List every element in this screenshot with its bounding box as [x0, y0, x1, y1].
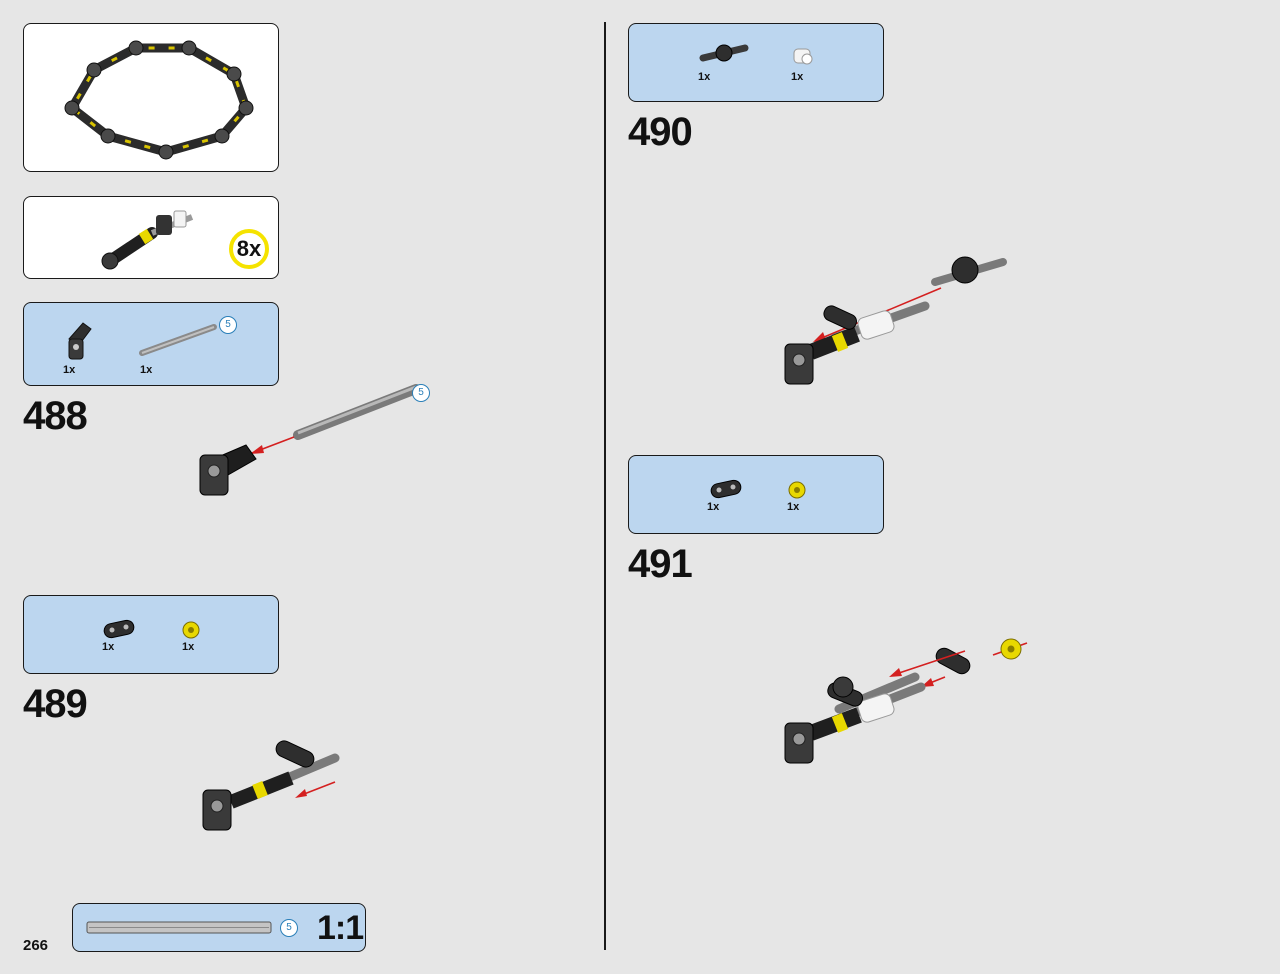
page-number: 266 [23, 937, 49, 954]
overview-ring-panel [23, 23, 279, 172]
step-number: 490 [628, 110, 693, 154]
step-490-assembly-illustration [784, 256, 1007, 385]
part-quantity: 1x [787, 501, 800, 513]
step-489-assembly-illustration [202, 740, 340, 831]
axle-length-badge: 5 [280, 919, 298, 937]
multiplier-badge: 8x [229, 229, 269, 269]
axle-length-badge: 5 [219, 316, 237, 334]
step-number: 491 [628, 542, 693, 586]
scale-label: 1:1 [317, 909, 364, 947]
scale-reference-box: 5 1:1 [72, 903, 366, 952]
submodel-assembly-illustration [101, 210, 194, 270]
step-489-parts-callout: 1x 1x [23, 595, 279, 674]
step-491-assembly-illustration [784, 638, 1028, 764]
step-number: 489 [23, 682, 88, 726]
step-488-parts-callout: 1x 5 1x [23, 302, 279, 386]
part-quantity: 1x [698, 71, 711, 83]
liftarm-2-icon [710, 479, 742, 499]
axle-connector-icon [699, 44, 749, 62]
part-quantity: 1x [63, 364, 76, 376]
part-quantity: 1x [102, 641, 115, 653]
step-490-parts-callout: 1x 1x [628, 23, 884, 102]
liftarm-2-icon [103, 619, 135, 639]
part-quantity: 1x [791, 71, 804, 83]
ring-assembly-illustration [64, 40, 254, 160]
yellow-bush-icon [182, 621, 200, 639]
submodel-preview-panel: 8x [23, 196, 279, 279]
angle-connector-icon [68, 322, 92, 360]
step-488-assembly-illustration [199, 384, 421, 496]
axle-5-scale-icon [86, 921, 272, 934]
yellow-bush-icon [788, 481, 806, 499]
step-491-parts-callout: 1x 1x [628, 455, 884, 534]
step-number: 488 [23, 394, 88, 438]
part-quantity: 1x [182, 641, 195, 653]
axle-5-icon [139, 324, 217, 356]
axle-length-badge: 5 [412, 384, 430, 402]
part-quantity: 1x [707, 501, 720, 513]
column-divider [604, 22, 606, 950]
part-quantity: 1x [140, 364, 153, 376]
white-pipe-icon [793, 48, 813, 65]
